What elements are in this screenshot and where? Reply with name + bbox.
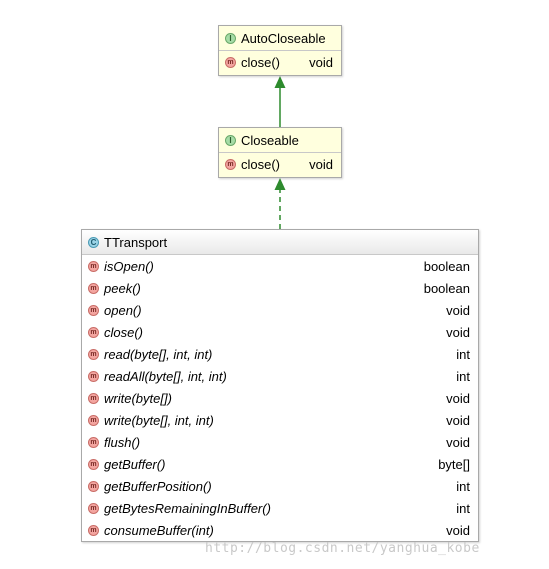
method-name: flush() [104,434,141,450]
method-return-type: byte[] [438,456,470,472]
method-return-type: int [456,368,470,384]
method-return-type: void [446,324,470,340]
method-return-type: int [456,346,470,362]
method-row[interactable]: m open() void [82,299,478,321]
method-return-type: int [456,500,470,516]
method-icon: m [88,458,99,470]
method-row[interactable]: m read(byte[], int, int) int [82,343,478,365]
abstract-method-icon: m [88,304,99,316]
method-return-type: void [309,54,333,70]
method-icon: m [88,370,99,382]
method-name: close() [241,156,281,172]
method-icon: m [225,158,236,170]
abstract-method-icon: m [88,260,99,272]
closeable-title: Closeable [241,132,299,148]
interface-icon: I [225,32,236,44]
ttransport-header: C TTransport [82,230,478,255]
method-return-type: int [456,478,470,494]
abstract-method-icon: m [88,326,99,338]
method-return-type: void [446,302,470,318]
method-return-type: void [446,412,470,428]
method-row[interactable]: m close() void [82,321,478,343]
method-return-type: void [446,434,470,450]
closeable-header: I Closeable [219,128,341,153]
method-name: isOpen() [104,258,154,274]
method-row[interactable]: m close() void [219,51,341,73]
method-row[interactable]: m write(byte[], int, int) void [82,409,478,431]
method-return-type: void [446,522,470,538]
method-icon: m [88,282,99,294]
method-name: getBytesRemainingInBuffer() [104,500,271,516]
method-row[interactable]: m getBytesRemainingInBuffer() int [82,497,478,519]
method-name: open() [104,302,142,318]
method-row[interactable]: m close() void [219,153,341,175]
method-row[interactable]: m flush() void [82,431,478,453]
method-icon: m [88,524,99,536]
method-icon: m [88,436,99,448]
abstract-method-icon: m [88,348,99,360]
abstract-class-icon: C [88,236,99,248]
method-name: write(byte[]) [104,390,172,406]
autocloseable-interface-box[interactable]: I AutoCloseable m close() void [218,25,342,76]
method-name: getBufferPosition() [104,478,212,494]
method-icon: m [88,480,99,492]
method-name: close() [241,54,281,70]
method-row[interactable]: m peek() boolean [82,277,478,299]
method-row[interactable]: m getBufferPosition() int [82,475,478,497]
interface-icon: I [225,134,236,146]
method-return-type: boolean [423,280,470,296]
method-row[interactable]: m isOpen() boolean [82,255,478,277]
method-name: read(byte[], int, int) [104,346,213,362]
extends-arrowhead [274,76,286,88]
method-name: write(byte[], int, int) [104,412,214,428]
watermark-text: http://blog.csdn.net/yanghua_kobe [205,541,480,556]
closeable-interface-box[interactable]: I Closeable m close() void [218,127,342,178]
method-icon: m [88,502,99,514]
method-return-type: void [309,156,333,172]
method-name: peek() [104,280,141,296]
method-name: close() [104,324,144,340]
method-return-type: void [446,390,470,406]
method-name: getBuffer() [104,456,166,472]
implements-arrowhead [274,178,286,190]
autocloseable-title: AutoCloseable [241,30,326,46]
method-row[interactable]: m readAll(byte[], int, int) int [82,365,478,387]
method-return-type: boolean [423,258,470,274]
ttransport-class-box[interactable]: C TTransport m isOpen() boolean m peek()… [81,229,479,542]
method-icon: m [225,56,236,68]
autocloseable-header: I AutoCloseable [219,26,341,51]
method-icon: m [88,392,99,404]
ttransport-title: TTransport [104,234,168,250]
abstract-method-icon: m [88,414,99,426]
method-name: readAll(byte[], int, int) [104,368,227,384]
method-row[interactable]: m write(byte[]) void [82,387,478,409]
method-row[interactable]: m consumeBuffer(int) void [82,519,478,541]
method-row[interactable]: m getBuffer() byte[] [82,453,478,475]
method-name: consumeBuffer(int) [104,522,214,538]
